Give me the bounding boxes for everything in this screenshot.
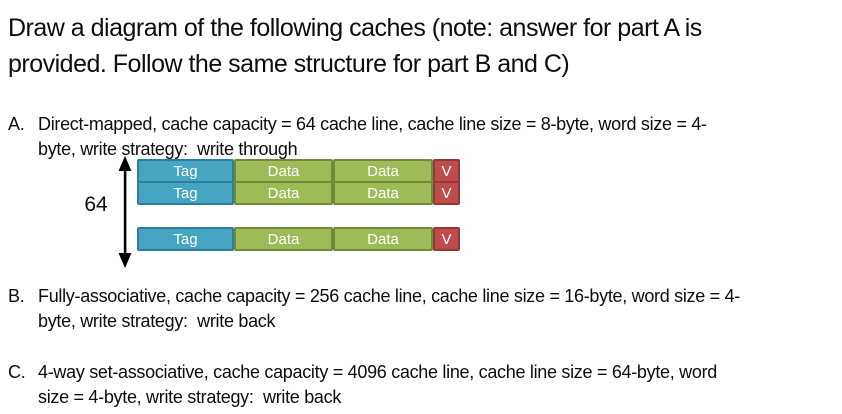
data-cell: Data <box>234 181 333 205</box>
cache-diagram: Tag Data Data V Tag Data Data V Tag Data… <box>137 159 463 254</box>
page-title-line-1: Draw a diagram of the following caches (… <box>8 14 702 42</box>
valid-bit-cell: V <box>433 227 460 251</box>
valid-bit-cell: V <box>433 181 460 205</box>
tag-cell: Tag <box>137 181 234 205</box>
item-a-line-2: byte, write strategy: write through <box>38 139 298 159</box>
valid-bit-cell: V <box>433 159 460 183</box>
page-title-line-2: provided. Follow the same structure for … <box>8 50 570 78</box>
data-cell: Data <box>234 227 333 251</box>
item-marker-a: A. <box>8 114 25 134</box>
item-marker-b: B. <box>8 286 25 306</box>
double-arrow-icon <box>118 156 132 268</box>
item-a-line-1: Direct-mapped, cache capacity = 64 cache… <box>38 114 707 134</box>
item-c-line-1: 4-way set-associative, cache capacity = … <box>38 362 717 382</box>
item-marker-c: C. <box>8 362 26 382</box>
data-cell: Data <box>234 159 333 183</box>
cache-row: Tag Data Data V <box>137 227 460 251</box>
cache-row: Tag Data Data V <box>137 159 460 183</box>
tag-cell: Tag <box>137 227 234 251</box>
data-cell: Data <box>333 159 433 183</box>
cache-row: Tag Data Data V <box>137 181 460 205</box>
data-cell: Data <box>333 227 433 251</box>
item-b-line-2: byte, write strategy: write back <box>38 311 276 331</box>
data-cell: Data <box>333 181 433 205</box>
page-title: Draw a diagram of the following caches (… <box>8 10 702 82</box>
tag-cell: Tag <box>137 159 234 183</box>
item-c-line-2: size = 4-byte, write strategy: write bac… <box>38 387 342 407</box>
item-b-line-1: Fully-associative, cache capacity = 256 … <box>38 286 740 306</box>
row-count-label: 64 <box>84 193 108 216</box>
